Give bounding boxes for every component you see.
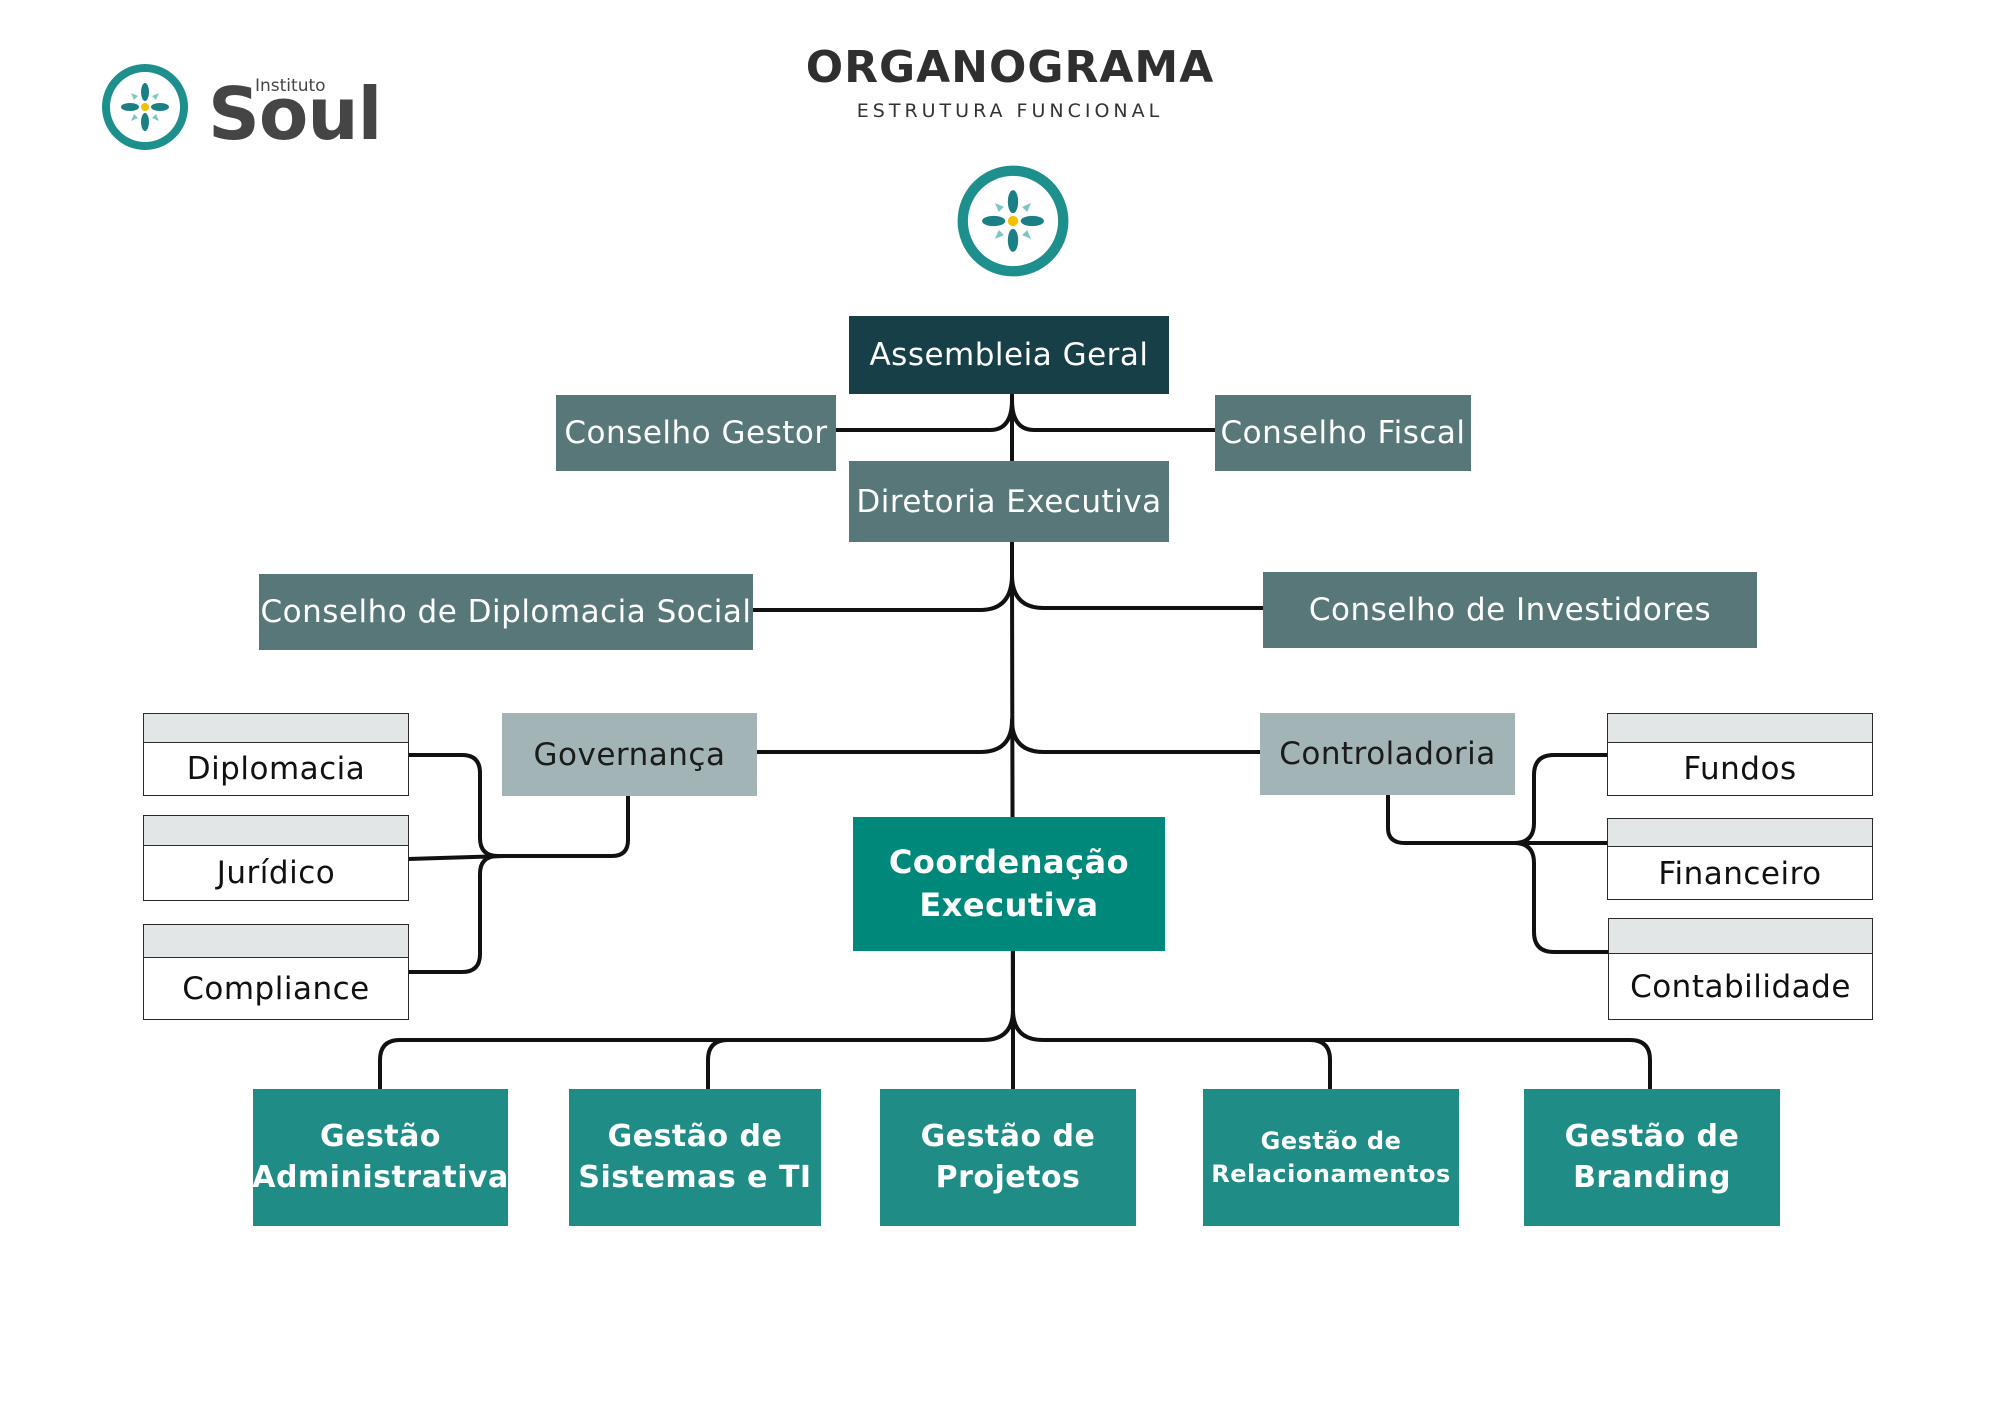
card-label: Diplomacia bbox=[186, 751, 366, 788]
node-controladoria: Controladoria bbox=[1260, 713, 1515, 795]
node-gestao-branding: Gestão de Branding bbox=[1524, 1089, 1780, 1226]
node-line2: Relacionamentos bbox=[1211, 1159, 1451, 1188]
card-header bbox=[144, 714, 408, 743]
node-coordenacao-executiva: Coordenação Executiva bbox=[853, 817, 1165, 951]
node-line1: Gestão de bbox=[1260, 1127, 1402, 1156]
card-financeiro: Financeiro bbox=[1607, 818, 1873, 900]
card-label: Contabilidade bbox=[1630, 969, 1851, 1005]
node-gestao-projetos: Gestão de Projetos bbox=[880, 1089, 1136, 1226]
node-diretoria-executiva: Diretoria Executiva bbox=[849, 461, 1169, 542]
card-label: Financeiro bbox=[1658, 855, 1822, 892]
node-line2: Sistemas e TI bbox=[578, 1159, 812, 1195]
logo-prefix: Instituto bbox=[255, 76, 326, 96]
card-header bbox=[1609, 919, 1872, 954]
node-line1: Gestão de bbox=[607, 1119, 783, 1154]
node-governanca: Governança bbox=[502, 713, 757, 796]
page-title: ORGANOGRAMA bbox=[805, 42, 1215, 93]
card-header bbox=[1608, 714, 1872, 743]
logo-wordmark: Soul bbox=[208, 72, 382, 156]
card-diplomacia: Diplomacia bbox=[143, 713, 409, 796]
node-line2: Branding bbox=[1573, 1159, 1731, 1195]
card-label: Fundos bbox=[1683, 751, 1797, 788]
node-conselho-fiscal: Conselho Fiscal bbox=[1215, 395, 1471, 471]
soul-emblem-icon bbox=[102, 64, 188, 150]
node-conselho-investidores: Conselho de Investidores bbox=[1263, 572, 1757, 648]
node-coordenacao-line2: Executiva bbox=[919, 886, 1099, 924]
card-header bbox=[144, 816, 408, 846]
card-compliance: Compliance bbox=[143, 924, 409, 1020]
card-fundos: Fundos bbox=[1607, 713, 1873, 796]
card-header bbox=[144, 925, 408, 958]
node-gestao-relacionamentos: Gestão de Relacionamentos bbox=[1203, 1089, 1459, 1226]
node-line1: Gestão de bbox=[920, 1119, 1096, 1154]
soul-emblem-icon bbox=[957, 165, 1069, 277]
card-label: Compliance bbox=[182, 970, 370, 1007]
card-label: Jurídico bbox=[216, 855, 336, 892]
node-line2: Projetos bbox=[935, 1159, 1081, 1195]
node-conselho-diplomacia-social: Conselho de Diplomacia Social bbox=[259, 574, 753, 650]
node-gestao-administrativa: Gestão Administrativa bbox=[252, 1089, 509, 1226]
instituto-soul-logo: Instituto Soul bbox=[100, 58, 382, 158]
node-line2: Administrativa bbox=[252, 1159, 509, 1195]
card-header bbox=[1608, 819, 1872, 848]
card-juridico: Jurídico bbox=[143, 815, 409, 901]
page-subtitle: ESTRUTURA FUNCIONAL bbox=[856, 100, 1164, 122]
card-contabilidade: Contabilidade bbox=[1608, 918, 1873, 1020]
node-conselho-gestor: Conselho Gestor bbox=[556, 395, 836, 471]
node-gestao-sistemas-ti: Gestão de Sistemas e TI bbox=[569, 1089, 821, 1226]
node-line1: Gestão de bbox=[1564, 1119, 1740, 1154]
node-assembleia-geral: Assembleia Geral bbox=[849, 316, 1169, 394]
node-line1: Gestão bbox=[319, 1119, 442, 1154]
node-coordenacao-line1: Coordenação bbox=[888, 842, 1130, 881]
